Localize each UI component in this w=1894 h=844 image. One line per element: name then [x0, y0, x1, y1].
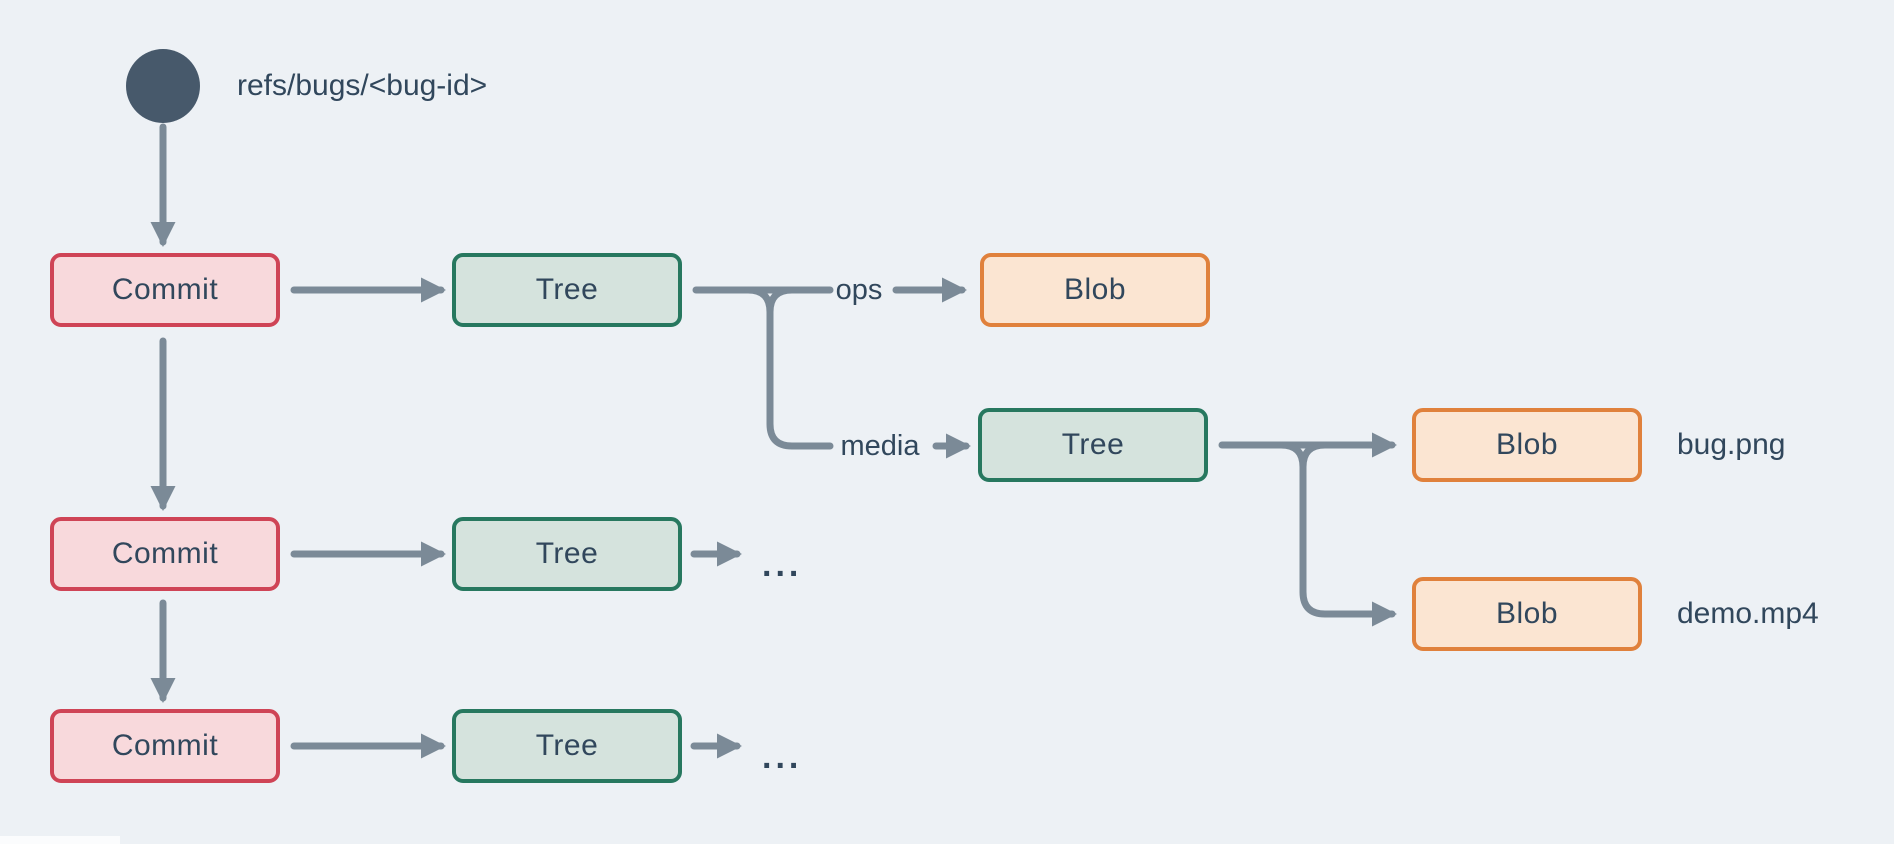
- commit-node-1: Commit: [50, 253, 280, 327]
- tree-node-media: Tree: [978, 408, 1208, 482]
- arrow-mediatree-to-blob-demo: [1277, 441, 1398, 627]
- commit-node-3: Commit: [50, 709, 280, 783]
- ellipsis-more-row3: ...: [762, 738, 803, 776]
- tree-node-2: Tree: [452, 517, 682, 591]
- blob-node-bug: Blob: [1412, 408, 1642, 482]
- commit-node-2: Commit: [50, 517, 280, 591]
- ref-label: refs/bugs/<bug-id>: [237, 69, 488, 102]
- line-mediatree-branch-fillet: [1299, 441, 1329, 471]
- blob-node-ops: Blob: [980, 253, 1210, 327]
- bottom-white-strip: [0, 836, 120, 844]
- edge-label-media: media: [840, 429, 920, 462]
- ref-circle: [126, 49, 200, 123]
- tree-node-3: Tree: [452, 709, 682, 783]
- file-label-demo-mp4: demo.mp4: [1677, 597, 1819, 630]
- file-label-bug-png: bug.png: [1677, 428, 1786, 461]
- edge-label-ops: ops: [835, 273, 883, 306]
- blob-node-demo: Blob: [1412, 577, 1642, 651]
- ellipsis-more-row2: ...: [762, 546, 803, 584]
- line-tree1-branch-media: [744, 286, 834, 450]
- line-tree1-branch-fillet: [766, 286, 796, 316]
- tree-node-1: Tree: [452, 253, 682, 327]
